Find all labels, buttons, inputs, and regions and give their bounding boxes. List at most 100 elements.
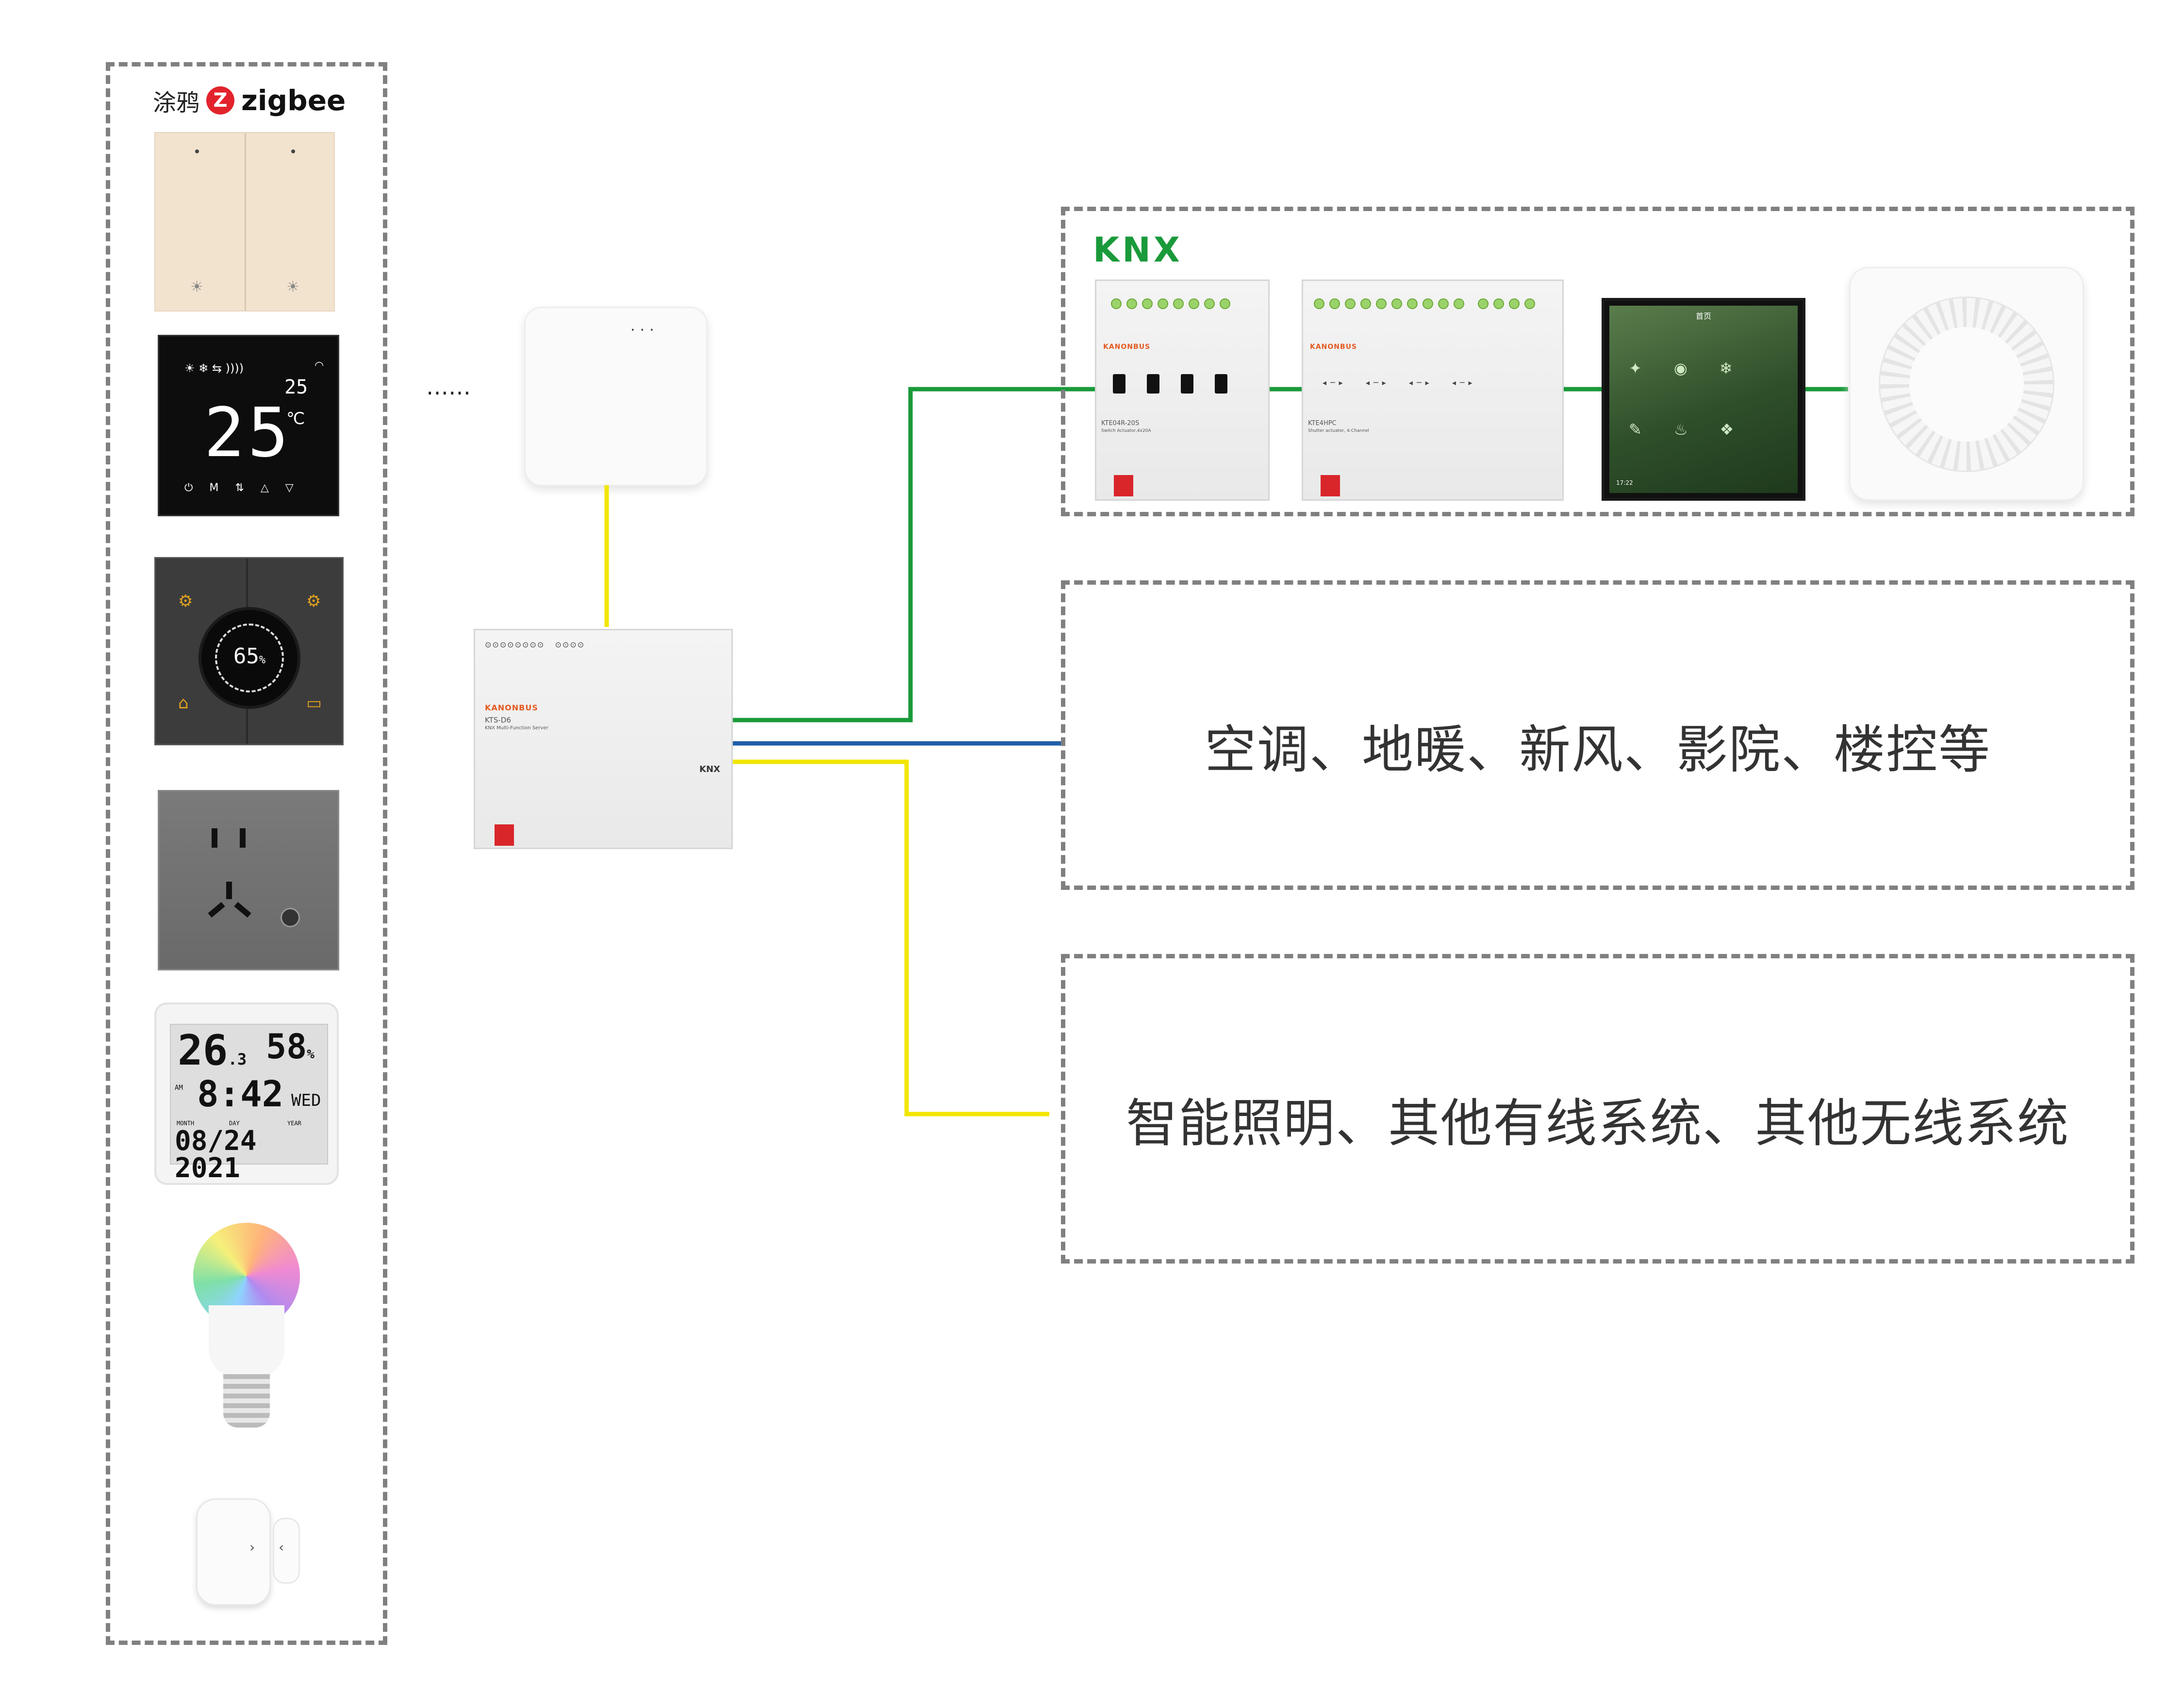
lcd-am: AM <box>175 1084 183 1092</box>
sensor-center <box>1909 327 2024 442</box>
bulb-base <box>223 1374 270 1428</box>
actuator-terminal <box>1391 298 1402 309</box>
actuator-terminal <box>1126 298 1137 309</box>
lcd-humidity-value: 58 <box>266 1027 307 1067</box>
sensor-body <box>196 1498 271 1606</box>
actuator2-bus-connector <box>1321 475 1340 496</box>
knx-logo: KNX <box>1093 230 1183 270</box>
thermostat-small-temp: 25 <box>284 376 308 398</box>
lcd-screen: 26.3 58% AM 8:42 WED MONTH DAY YEAR 08/2… <box>170 1024 328 1182</box>
door-window-sensor: › ‹ <box>196 1498 300 1606</box>
actuator-terminal <box>1142 298 1153 309</box>
socket-slot <box>226 882 232 899</box>
relay-switch[interactable] <box>1147 374 1159 394</box>
bulb-neck <box>209 1305 284 1378</box>
actuator-terminal <box>1438 298 1449 309</box>
kts-d6-server: ⊙⊙⊙⊙⊙⊙⊙⊙ ⊙⊙⊙⊙ KANONBUS KTS-D6 KNX Multi-… <box>474 629 733 849</box>
actuator-terminal <box>1204 298 1215 309</box>
actuator1-bus-connector <box>1114 475 1133 496</box>
actuator-terminal <box>1407 298 1418 309</box>
chevron-left-icon: ‹ <box>279 1539 284 1555</box>
actuator-terminal <box>1345 298 1356 309</box>
socket-slot <box>240 828 246 848</box>
actuator-terminal <box>1524 298 1535 309</box>
knx-ceiling-sensor <box>1849 267 2084 501</box>
actuator2-brand: KANONBUS <box>1310 343 1357 351</box>
tuya-brand-text: 涂鸦 <box>153 89 200 116</box>
fan-icon: ⚙ <box>178 591 193 611</box>
zigbee-wordmark: zigbee <box>241 84 346 117</box>
relay-switch[interactable] <box>1215 374 1227 394</box>
thermostat-buttons: ⏻M⇅△▽ <box>184 482 310 494</box>
relay-switch[interactable] <box>1181 374 1193 394</box>
relay-switch[interactable] <box>1113 374 1125 394</box>
tuya-zigbee-logo: 涂鸦 Z zigbee <box>153 83 346 117</box>
knob-dial[interactable]: 65% <box>199 607 300 709</box>
zigbee-gateway: ··· <box>524 307 708 486</box>
other-systems-label: 智能照明、其他有线系统、其他无线系统 <box>1126 1094 2069 1153</box>
actuator-terminal <box>1360 298 1371 309</box>
zigbee-device-group <box>106 62 387 1645</box>
rgb-light-bulb <box>189 1223 301 1431</box>
actuator-terminal <box>1509 298 1520 309</box>
actuator2-channel-marks: ◂─▸ ◂─▸ ◂─▸ ◂─▸ <box>1323 378 1476 387</box>
lcd-temperature: 26.3 <box>178 1030 247 1071</box>
temperature-humidity-sensor: 26.3 58% AM 8:42 WED MONTH DAY YEAR 08/2… <box>154 1002 339 1185</box>
actuator-terminal <box>1376 298 1387 309</box>
lcd-month-label: MONTH <box>177 1120 195 1127</box>
actuator-terminal <box>1314 298 1324 309</box>
actuator-terminal <box>1220 298 1230 309</box>
bulb-icon: ☀ <box>286 279 299 296</box>
actuator-terminal <box>1189 298 1199 309</box>
knob-ring <box>215 624 284 692</box>
knob-panel: ⚙ ⚙ ⌂ ▭ 65% <box>154 557 344 745</box>
sensor-dome <box>1879 296 2054 472</box>
lcd-temp-value: 26 <box>178 1026 228 1075</box>
touch-screen-title: 首页 <box>1695 312 1711 321</box>
scene-icons-row2: ✎♨❖ <box>1629 420 1766 439</box>
zigbee-icon: Z <box>206 86 235 115</box>
actuator-terminal <box>1493 298 1504 309</box>
switch-divider <box>245 133 246 311</box>
server-knx-logo: KNX <box>699 764 720 774</box>
lcd-humidity-unit: % <box>307 1047 314 1062</box>
thermostat-panel: ☀ ❄ ⇆ )))) ◠ 25 25 ℃ ⏻M⇅△▽ <box>158 335 339 516</box>
wifi-icon: ◠ <box>314 360 324 372</box>
socket-button[interactable] <box>281 908 300 927</box>
knob-value-unit: % <box>259 654 266 666</box>
wall-socket <box>158 790 339 970</box>
actuator-terminal <box>1454 298 1464 309</box>
gateway-indicator-dots: ··· <box>630 322 659 339</box>
actuator-terminal <box>1158 298 1168 309</box>
touch-screen-time: 17:22 <box>1616 479 1633 486</box>
two-gang-switch: ☀ ☀ <box>154 132 335 312</box>
green-wire-knx <box>732 387 1096 723</box>
knx-touch-panel: 首页 ✦◉❄ ✎♨❖ 17:22 <box>1602 298 1805 501</box>
bulb-icon: ☀ <box>190 279 203 296</box>
other-systems-group: 智能照明、其他有线系统、其他无线系统 <box>1061 954 2134 1264</box>
lcd-humidity: 58% <box>266 1030 314 1064</box>
actuator-terminal <box>1173 298 1184 309</box>
lcd-year-label: YEAR <box>287 1120 301 1127</box>
switch-indicator-dot <box>291 149 295 153</box>
touch-screen[interactable]: 首页 ✦◉❄ ✎♨❖ 17:22 <box>1609 306 1798 493</box>
lcd-time: 8:42 <box>197 1073 284 1115</box>
knob-value: 65% <box>201 644 298 669</box>
actuator1-model: KTE04R-20S <box>1101 420 1140 427</box>
actuator-terminal <box>1111 298 1122 309</box>
actuator2-model: KTE4HPC <box>1308 420 1337 427</box>
switch-indicator-dot <box>195 149 199 153</box>
knx-switch-actuator: KANONBUS KTE04R-20S Switch Actuator,4x20… <box>1095 279 1270 501</box>
knx-shutter-actuator: KANONBUS ◂─▸ ◂─▸ ◂─▸ ◂─▸ KTE4HPC Shutter… <box>1302 279 1564 501</box>
more-devices-ellipsis: …… <box>426 374 471 400</box>
lcd-day-label: DAY <box>229 1120 240 1127</box>
chevron-right-icon: › <box>249 1539 255 1555</box>
server-terminals-top: ⊙⊙⊙⊙⊙⊙⊙⊙ ⊙⊙⊙⊙ <box>485 640 585 649</box>
thermostat-big-temp: 25 <box>204 394 292 473</box>
lcd-date: 08/24 2021 <box>175 1125 257 1184</box>
home-icon: ⌂ <box>178 693 189 713</box>
scene-icons: ✦◉❄ <box>1629 359 1765 378</box>
server-brand: KANONBUS <box>485 703 538 712</box>
thermostat-unit: ℃ <box>286 409 305 428</box>
